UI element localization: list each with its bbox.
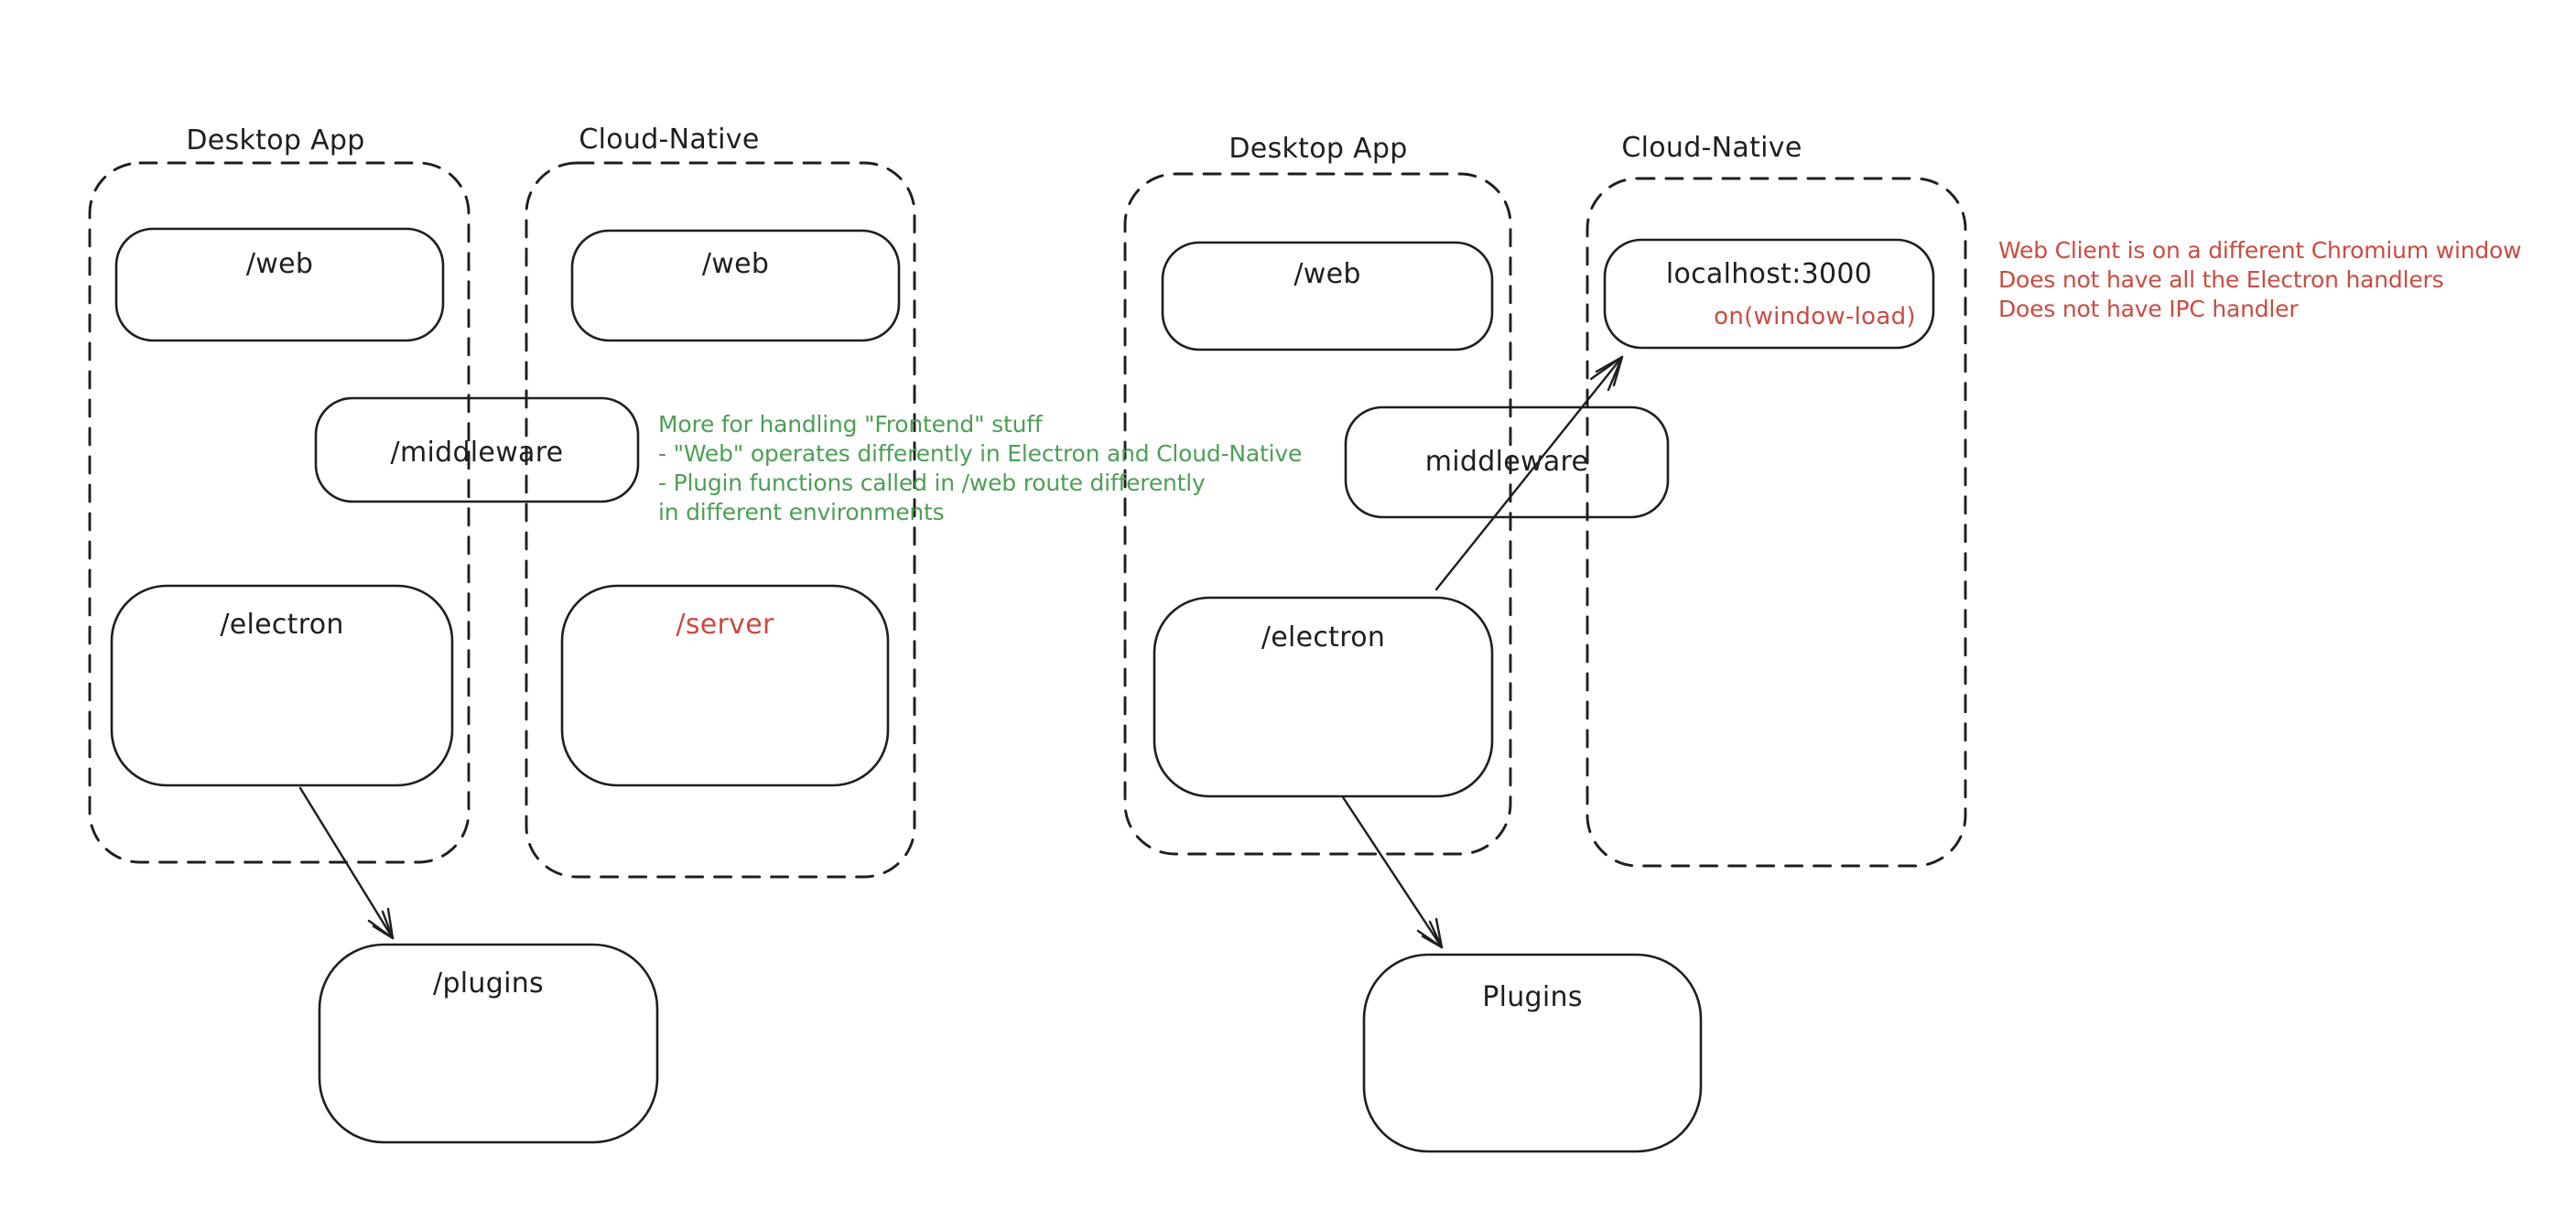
left-electron-box[interactable]: [110, 584, 454, 787]
right-desktop-app-container[interactable]: [1123, 172, 1512, 856]
left-server-box[interactable]: [560, 584, 890, 787]
red-annotation-line: Web Client is on a different Chromium wi…: [1998, 237, 2522, 264]
right-plugins-box[interactable]: [1362, 953, 1703, 1153]
left-cloud-native-label[interactable]: Cloud-Native: [579, 124, 760, 156]
right-desktop-web-label[interactable]: /web: [1293, 258, 1361, 290]
left-desktop-web-box[interactable]: [114, 227, 445, 342]
red-annotation-line: Does not have IPC handler: [1998, 296, 2299, 322]
right-electron-box[interactable]: [1153, 596, 1494, 798]
left-electron-label[interactable]: /electron: [220, 609, 344, 641]
right-middleware-box[interactable]: [1344, 405, 1670, 519]
left-server-label[interactable]: /server: [676, 609, 774, 641]
green-annotation-line: - Plugin functions called in /web route …: [658, 470, 1206, 496]
red-annotation[interactable]: Web Client is on a different Chromium wi…: [1998, 236, 2522, 324]
left-desktop-app-label[interactable]: Desktop App: [186, 124, 365, 157]
left-plugins-label[interactable]: /plugins: [433, 967, 544, 1000]
arrow-right-electron-to-localhost[interactable]: [1434, 355, 1624, 591]
arrow-left-electron-to-plugins[interactable]: [298, 786, 395, 940]
right-desktop-app-label[interactable]: Desktop App: [1228, 133, 1408, 165]
green-annotation[interactable]: More for handling "Frontend" stuff - "We…: [658, 410, 1302, 527]
right-localhost-label[interactable]: localhost:3000: [1665, 258, 1873, 290]
arrow-right-electron-to-plugins[interactable]: [1341, 795, 1444, 949]
right-electron-label[interactable]: /electron: [1261, 621, 1386, 654]
right-localhost-box[interactable]: [1603, 238, 1935, 350]
red-annotation-line: Does not have all the Electron handlers: [1998, 266, 2444, 293]
left-middleware-label[interactable]: /middleware: [390, 437, 564, 469]
left-desktop-app-container[interactable]: [88, 161, 471, 864]
left-cloud-native-container[interactable]: [525, 161, 916, 879]
green-annotation-line: More for handling "Frontend" stuff: [658, 411, 1043, 438]
left-cloud-web-label[interactable]: /web: [701, 248, 770, 280]
left-middleware-box[interactable]: [314, 396, 640, 503]
right-localhost-window-load-label[interactable]: on(window-load): [1714, 303, 1916, 330]
green-annotation-line: - "Web" operates differently in Electron…: [658, 440, 1303, 467]
left-desktop-web-label[interactable]: /web: [245, 248, 314, 280]
right-desktop-web-box[interactable]: [1161, 241, 1494, 351]
right-plugins-label[interactable]: Plugins: [1482, 981, 1583, 1013]
right-cloud-native-label[interactable]: Cloud-Native: [1621, 132, 1802, 164]
green-annotation-line: in different environments: [658, 499, 945, 525]
right-middleware-label[interactable]: middleware: [1424, 446, 1589, 478]
left-plugins-box[interactable]: [318, 943, 659, 1144]
left-cloud-web-box[interactable]: [570, 229, 901, 342]
